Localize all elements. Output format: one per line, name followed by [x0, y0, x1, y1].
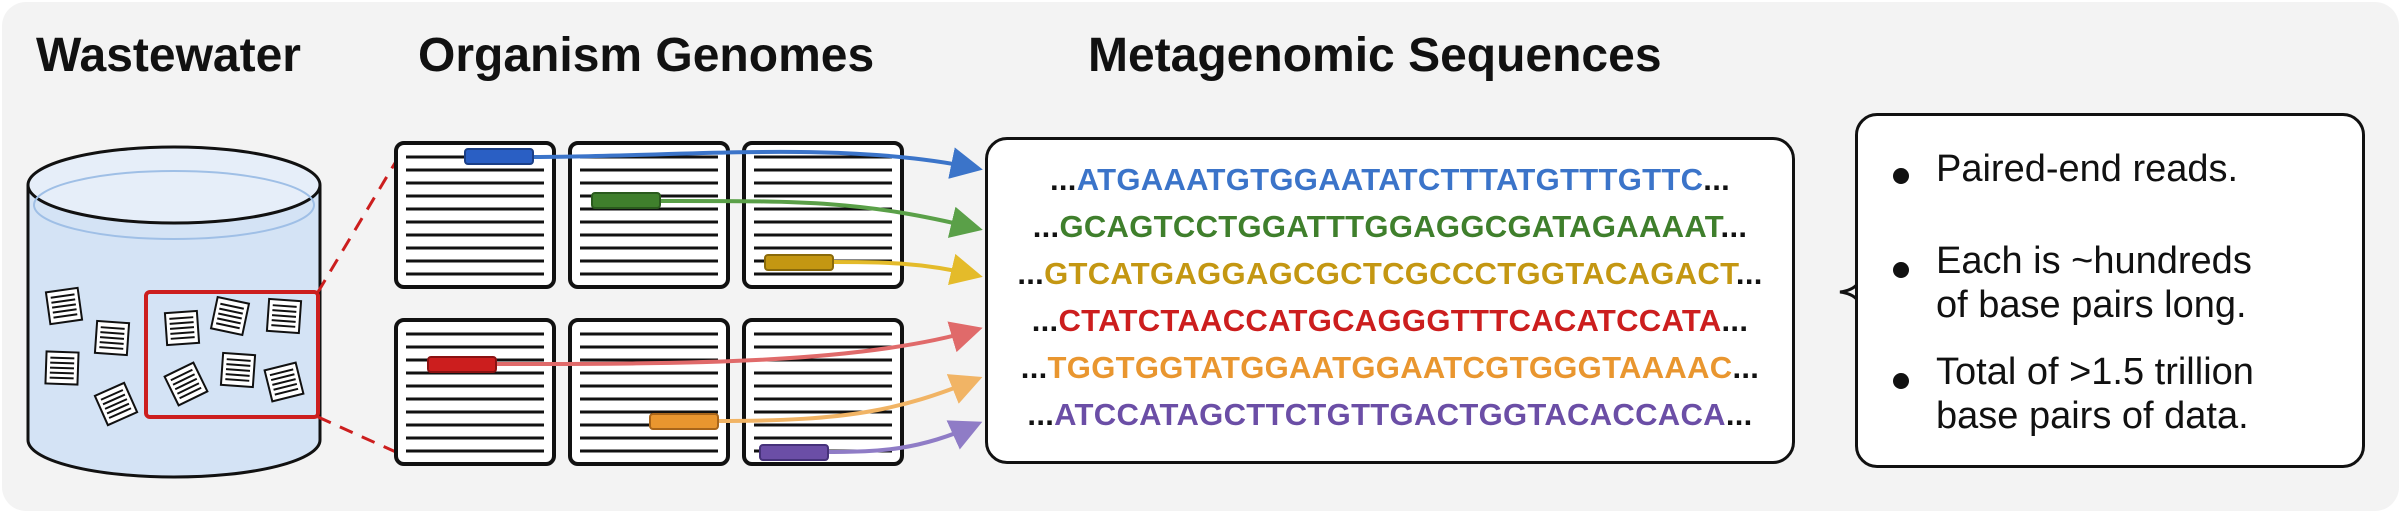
ellipsis: ... [1735, 256, 1763, 291]
lined-document-icon [44, 286, 84, 326]
dna-sequence: ATGAAATGTGGAATATCTTTATGTTTGTTC [1076, 162, 1704, 197]
ellipsis: ... [1725, 397, 1753, 432]
bullet-icon [1893, 373, 1909, 389]
ellipsis: ... [1017, 256, 1045, 291]
ellipsis: ... [1721, 303, 1749, 338]
ellipsis: ... [1703, 162, 1731, 197]
arrow-orange [717, 374, 983, 423]
ellipsis: ... [1027, 397, 1055, 432]
lined-document-icon [568, 141, 730, 289]
lined-document-icon [568, 318, 730, 466]
note-line: Each is ~hundreds [1936, 240, 2252, 282]
sequence-row-6: ...ATCCATAGCTTCTGTTGACTGGTACACCACA... [988, 397, 1792, 433]
lined-document-icon [263, 361, 305, 403]
lined-document-icon [394, 318, 556, 466]
note-line: Paired-end reads. [1936, 148, 2239, 190]
lined-document-icon [742, 318, 904, 466]
dna-sequence: GTCATGAGGAGCGCTCGCCCTGGTACAGACT [1044, 256, 1736, 291]
dna-sequence: CTATCTAACCATGCAGGGTTTCACATCCATA [1058, 303, 1722, 338]
read-segment-red [427, 356, 497, 373]
selection-box [144, 290, 320, 419]
note-line: base pairs of data. [1936, 395, 2249, 437]
read-segment-blue [464, 148, 534, 165]
lined-document-icon [93, 381, 139, 427]
read-segment-purple [759, 444, 829, 461]
read-arrows [427, 147, 983, 461]
ellipsis: ... [1020, 350, 1048, 385]
arrow-purple [827, 420, 983, 454]
arrow-green [659, 198, 983, 238]
lined-document-icon [219, 351, 257, 389]
ellipsis: ... [1032, 209, 1060, 244]
title-organism-genomes: Organism Genomes [418, 29, 875, 82]
read-segment-orange [649, 413, 719, 430]
zoom-line-top [316, 157, 400, 293]
genome-pages [394, 141, 904, 466]
sequence-row-2: ...GCAGTCCTGGATTTGGAGGCGATAGAAAAT... [988, 209, 1792, 245]
note-line: of base pairs long. [1936, 284, 2247, 326]
lined-document-icon [44, 350, 80, 386]
lined-document-icon [163, 361, 209, 407]
sequence-row-3: ...GTCATGAGGAGCGCTCGCCCTGGTACAGACT... [988, 256, 1792, 292]
ellipsis: ... [1720, 209, 1748, 244]
lined-document-icon [93, 319, 131, 357]
title-metagenomic-sequences: Metagenomic Sequences [1088, 29, 1662, 82]
read-segment-green [591, 192, 661, 209]
arrow-red [495, 321, 983, 366]
lined-document-icon [742, 141, 904, 289]
sequence-row-4: ...CTATCTAACCATGCAGGGTTTCACATCCATA... [988, 303, 1792, 339]
dna-sequence: TGGTGGTATGGAATGGAATCGTGGGTAAAAC [1047, 350, 1733, 385]
ellipsis: ... [1031, 303, 1059, 338]
sequence-row-1: ...ATGAAATGTGGAATATCTTTATGTTTGTTC... [988, 162, 1792, 198]
sequence-box: ...ATGAAATGTGGAATATCTTTATGTTTGTTC... ...… [985, 137, 1795, 464]
dna-sequence: ATCCATAGCTTCTGTTGACTGGTACACCACA [1054, 397, 1726, 432]
zoom-line-bottom [317, 415, 399, 455]
lined-document-icon [163, 309, 201, 347]
microbe-documents [44, 286, 305, 427]
ellipsis: ... [1049, 162, 1077, 197]
notes-box: Paired-end reads. Each is ~hundreds of b… [1855, 113, 2365, 468]
bullet-icon [1893, 262, 1909, 278]
arrow-yellow [832, 253, 983, 286]
bullet-icon [1893, 168, 1909, 184]
read-segment-yellow [764, 254, 834, 271]
lined-document-icon [209, 295, 251, 337]
dna-sequence: GCAGTCCTGGATTTGGAGGCGATAGAAAAT [1059, 209, 1721, 244]
title-wastewater: Wastewater [36, 29, 301, 82]
lined-document-icon [265, 297, 303, 335]
ellipsis: ... [1732, 350, 1760, 385]
sequence-row-5: ...TGGTGGTATGGAATGGAATCGTGGGTAAAAC... [988, 350, 1792, 386]
arrow-blue [529, 147, 983, 179]
note-line: Total of >1.5 trillion [1936, 351, 2254, 393]
